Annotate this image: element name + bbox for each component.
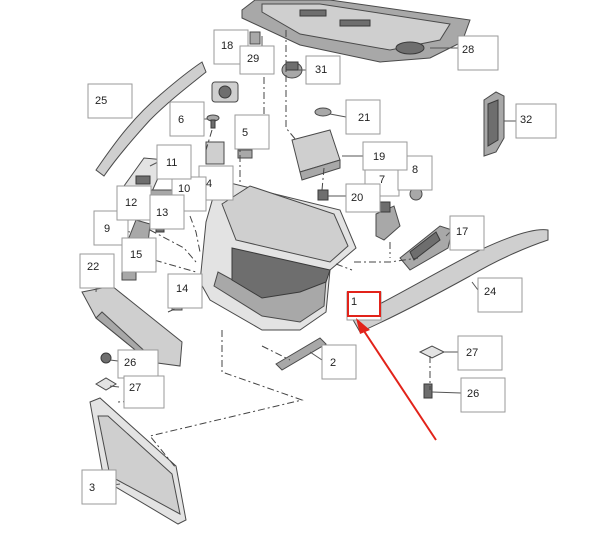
- part-18-bracket: [211, 81, 239, 103]
- callout-17: 17: [449, 215, 485, 251]
- callout-label: 2: [330, 357, 336, 369]
- callout-6: 6: [169, 101, 205, 137]
- callout-label: 24: [484, 286, 496, 298]
- callout-label: 26: [467, 388, 479, 400]
- callout-32: 32: [515, 103, 557, 139]
- pointer-arrow: [361, 327, 437, 441]
- callout-2: 2: [321, 344, 357, 380]
- callout-label: 22: [87, 261, 99, 273]
- part-21-clip: [314, 107, 332, 117]
- callout-label: 27: [129, 382, 141, 394]
- callout-label: 7: [379, 174, 385, 186]
- callout-28: 28: [457, 35, 499, 71]
- part-20-clip: [317, 189, 329, 201]
- callout-5: 5: [234, 114, 270, 150]
- part-7-bracket: [375, 201, 401, 241]
- callout-26-left: 26: [117, 349, 159, 379]
- part-19-box: [291, 129, 341, 181]
- callout-12: 12: [116, 185, 152, 221]
- part-27-pad-left: [95, 377, 117, 391]
- callout-label: 1: [351, 296, 357, 308]
- callout-13: 13: [149, 194, 185, 230]
- callout-label: 19: [373, 151, 385, 163]
- callout-label: 17: [456, 226, 468, 238]
- callout-14: 14: [167, 273, 203, 309]
- callout-label: 12: [125, 197, 137, 209]
- part-3-side-panel: [89, 397, 187, 525]
- callout-27-right: 27: [457, 335, 503, 371]
- part-6-clip: [206, 114, 220, 129]
- pointer-arrow-head: [356, 318, 370, 334]
- callout-26-right: 26: [460, 377, 506, 413]
- callout-label: 21: [358, 112, 370, 124]
- callout-label: 14: [176, 283, 188, 295]
- trunk-well: [199, 179, 357, 331]
- part-25-trim-strip: [95, 61, 207, 177]
- part-26-clip-left: [100, 352, 112, 364]
- callout-24: 24: [477, 277, 523, 313]
- callout-label: 26: [124, 357, 136, 369]
- part-26-clip-right: [423, 383, 433, 399]
- highlight-box: [347, 291, 381, 317]
- callout-label: 15: [130, 249, 142, 261]
- callout-label: 32: [520, 114, 532, 126]
- callout-3: 3: [81, 469, 117, 505]
- part-24-trim: [351, 229, 549, 333]
- callout-label: 28: [462, 44, 474, 56]
- callout-22: 22: [79, 253, 115, 289]
- callout-11: 11: [156, 144, 192, 180]
- callout-label: 9: [104, 223, 110, 235]
- callout-label: 25: [95, 95, 107, 107]
- callout-label: 20: [351, 192, 363, 204]
- callout-label: 5: [242, 127, 248, 139]
- callout-label: 11: [166, 157, 177, 169]
- callout-21: 21: [345, 99, 381, 135]
- callout-25: 25: [87, 83, 133, 119]
- callout-label: 31: [315, 64, 327, 76]
- part-28-parcel-shelf: [241, 0, 471, 63]
- part-17-handle: [399, 225, 453, 271]
- callout-label: 18: [221, 40, 233, 52]
- callout-20: 20: [345, 183, 381, 213]
- callout-label: 4: [206, 178, 212, 190]
- callout-19: 19: [362, 141, 408, 171]
- callout-15: 15: [121, 237, 157, 273]
- part-32-trim: [483, 91, 505, 157]
- highlight-marker: [347, 291, 437, 441]
- callout-label: 3: [89, 482, 95, 494]
- callout-label: 8: [412, 164, 418, 176]
- callout-label: 6: [178, 114, 184, 126]
- part-27-pad-right: [418, 345, 446, 359]
- callout-27-left: 27: [123, 375, 165, 409]
- part-5-clip: [237, 149, 253, 159]
- callout-label: 27: [466, 347, 478, 359]
- callout-label: 29: [247, 53, 259, 65]
- callout-31: 31: [305, 55, 341, 85]
- callout-label: 10: [178, 183, 190, 195]
- part-2-plate: [275, 337, 327, 371]
- callout-29: 29: [239, 45, 275, 75]
- assembly-lines: [117, 30, 431, 469]
- part-29-clip: [249, 31, 261, 45]
- callout-label: 13: [156, 207, 168, 219]
